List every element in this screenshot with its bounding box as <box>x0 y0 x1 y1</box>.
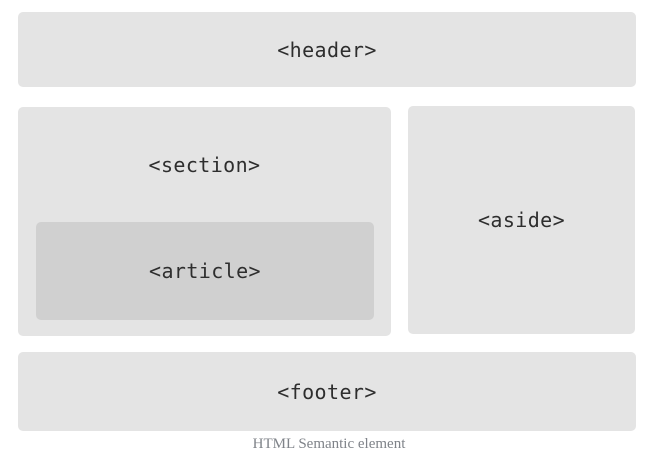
footer-box: <footer> <box>18 352 636 431</box>
header-tag-label: <header> <box>277 37 377 62</box>
section-box: <section> <article> <box>18 107 391 336</box>
header-box: <header> <box>18 12 636 87</box>
section-label-area: <section> <box>18 107 391 222</box>
article-tag-label: <article> <box>149 259 261 283</box>
diagram-caption: HTML Semantic element <box>252 436 406 452</box>
aside-tag-label: <aside> <box>477 208 566 232</box>
article-box: <article> <box>36 222 374 320</box>
aside-box: <aside> <box>408 106 635 334</box>
footer-tag-label: <footer> <box>277 379 377 404</box>
section-tag-label: <section> <box>148 152 261 177</box>
